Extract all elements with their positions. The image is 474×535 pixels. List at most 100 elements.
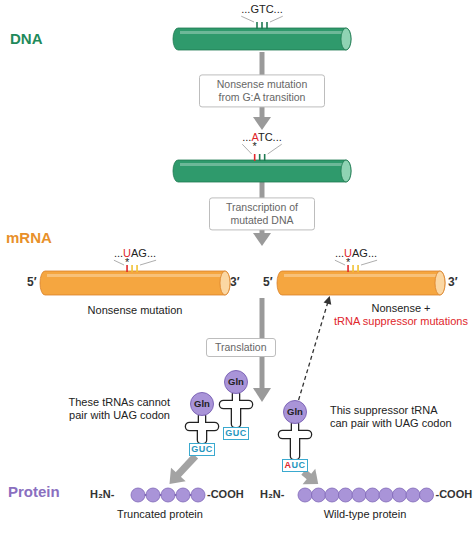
mutation-star: * [346, 257, 350, 268]
anticodon-box: AUC [282, 459, 308, 472]
cylinder-highlight [180, 31, 342, 34]
base-tick [266, 22, 268, 29]
arrow-head [324, 296, 332, 305]
callout-note: This suppressor tRNA can pair with UAG c… [330, 404, 456, 430]
anticodon-text: GUC [224, 428, 248, 439]
base-tick [131, 265, 133, 272]
cylinder-end [220, 271, 230, 295]
amino-acid-bead [298, 488, 312, 502]
protein-name: Wild-type protein [260, 508, 470, 521]
strand-end: 5′ [27, 275, 37, 289]
connector-arrow [299, 296, 332, 400]
base-tick [261, 22, 263, 29]
amino-acid-bead [339, 488, 353, 502]
anticodon-text: AUC [283, 460, 307, 471]
amino-acid-bead [312, 488, 326, 502]
callout-line [335, 260, 345, 265]
amino-acid-bead [191, 488, 205, 502]
amino-acid-bead [352, 488, 366, 502]
amino-acid-bead [379, 488, 393, 502]
strand-end: 5′ [263, 275, 273, 289]
dna-strand: ...GTC... [170, 2, 354, 52]
trna-fill [198, 423, 206, 443]
base-tick [256, 22, 258, 29]
caption-line: Nonsense mutation [45, 304, 225, 317]
amino-acid-name: Gln [191, 393, 213, 415]
caption-line: Nonsense + [334, 302, 468, 315]
sequence-text: ...GTC... [241, 3, 283, 16]
row-label: mRNA [6, 229, 52, 247]
c-terminus: -COOH [207, 488, 244, 501]
trna-body [220, 392, 252, 427]
caption-line: tRNA suppressor mutations [334, 315, 468, 328]
callout-line [241, 16, 254, 22]
base-tick [136, 265, 138, 272]
amino-acid-bead [131, 488, 145, 502]
amino-acid-bead [406, 488, 420, 502]
row-label: Protein [8, 483, 60, 501]
protein-chain: H₂N- -COOH Truncated protein [90, 484, 254, 524]
amino-acid-name: Gln [225, 371, 247, 393]
amino-acid-bead [420, 488, 434, 502]
connector-arrow [170, 456, 196, 484]
arrow-head [253, 117, 271, 130]
arrow-head [253, 233, 271, 246]
base-tick [352, 265, 354, 272]
callout-line [361, 260, 377, 265]
sequence-text: ...UAG... [335, 247, 377, 260]
anticodon-box: GUC [189, 443, 215, 456]
protein-name: Truncated protein [90, 508, 230, 521]
strand-end: 3′ [448, 275, 458, 289]
strand-caption: Nonsense mutation [45, 304, 225, 317]
sequence-text: ...ATC... [242, 131, 282, 144]
strand-caption: Nonsense +tRNA suppressor mutations [334, 302, 468, 328]
callout-line [114, 260, 124, 265]
c-terminus: -COOH [436, 488, 473, 501]
cylinder-highlight [47, 274, 221, 277]
strand-cylinder [173, 160, 351, 182]
base-tick [259, 154, 261, 161]
amino-acid-bead [366, 488, 380, 502]
callout-note: These tRNAs cannot pair with UAG codon [58, 396, 170, 422]
arrow-head [170, 468, 186, 484]
mutated-base: A [285, 460, 292, 470]
mutation-star: * [125, 257, 129, 268]
callout-line [268, 144, 282, 154]
cylinder-end [341, 160, 351, 182]
strand-cylinder [40, 271, 230, 295]
amino-acid-bead [161, 488, 175, 502]
connector-line [299, 302, 328, 400]
step-label: Transcription of mutated DNA [209, 197, 315, 230]
cylinder-end [435, 271, 445, 295]
callout-line [242, 144, 251, 154]
step-label: Translation [206, 338, 276, 357]
amino-acid-name: Gln [284, 401, 306, 423]
step-label: Nonsense mutation from G:A transition [199, 74, 325, 107]
cylinder-highlight [180, 163, 342, 166]
amino-acid-circle: Gln [190, 392, 214, 416]
sequence-text: ...UAG... [114, 247, 156, 260]
trna-body [279, 422, 311, 459]
anticodon-text: GUC [190, 444, 214, 455]
base-tick [264, 154, 266, 161]
n-terminus: H₂N- [90, 488, 114, 501]
connector-line [177, 456, 196, 476]
trna-outline [198, 423, 206, 443]
arrow-head [253, 388, 271, 402]
dna-strand: ...ATC...* [170, 130, 354, 182]
mutation-star: * [253, 141, 257, 152]
amino-acid-bead [393, 488, 407, 502]
mrna-strand: ...UAG...*Nonsense +tRNA suppressor muta… [272, 246, 468, 296]
amino-acid-bead [176, 488, 190, 502]
trna-outline [291, 431, 299, 459]
n-terminus: H₂N- [260, 488, 284, 501]
strand-cylinder [277, 271, 445, 295]
protein-chain: H₂N- -COOH Wild-type protein [260, 484, 473, 524]
trna-fill [232, 401, 240, 427]
trna-body [186, 414, 218, 443]
cylinder-end [341, 28, 351, 50]
callout-line [270, 16, 283, 22]
base-tick [357, 265, 359, 272]
trna-fill [291, 431, 299, 459]
